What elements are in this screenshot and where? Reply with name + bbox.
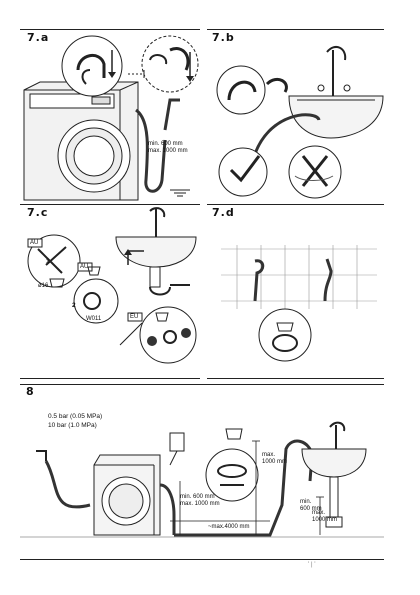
zoom-circle-correct — [218, 147, 268, 197]
size-label: ø16 — [38, 283, 49, 289]
tile-wall-grid — [221, 245, 377, 309]
sink-icon — [301, 421, 367, 528]
cart-icon — [276, 322, 294, 332]
cart-icon — [225, 428, 243, 440]
panel-7d-illustration — [207, 205, 384, 377]
washing-machine-icon — [23, 81, 139, 201]
part-label: W011 — [86, 316, 102, 322]
hose-min: min. 600 mm — [180, 494, 215, 500]
row2-rule-left — [20, 204, 200, 205]
row4-rule — [20, 384, 384, 385]
length-label: ~max.4000 mm — [208, 524, 250, 530]
zoom-circle-left — [61, 35, 123, 97]
cart-icon — [49, 266, 169, 322]
panel-8-illustration — [20, 385, 384, 557]
badge-au-mid: AU — [80, 264, 89, 270]
step-1: 1 — [46, 258, 50, 265]
row3-rule-right — [207, 378, 384, 379]
panel-7d-label: 7.d — [212, 206, 235, 219]
height-max: max. 1000 mm — [262, 452, 288, 465]
zoom-circle-clamp — [73, 278, 119, 324]
sink-max: max. 1000 mm — [312, 510, 338, 523]
row2-rule-right — [207, 204, 384, 205]
panel-7c-label: 7.c — [27, 206, 49, 219]
sink-icon — [288, 45, 384, 139]
zoom-circle-hose — [205, 448, 259, 502]
badge-au-top: AU — [30, 240, 39, 246]
check-icon — [229, 155, 261, 183]
panel-7a-label: 7.a — [27, 31, 50, 44]
pressure-min: 0.5 bar (0.05 MPa) — [48, 413, 103, 420]
cross-icon — [301, 155, 329, 187]
pressure-max: 10 bar (1.0 MPa) — [48, 422, 97, 429]
washing-machine-icon — [93, 454, 161, 536]
row3-rule-left — [20, 378, 200, 379]
panel-8-label: 8 — [26, 385, 35, 398]
zoom-circle-eu — [139, 306, 197, 364]
hose-max: max. 1000 mm — [180, 501, 220, 507]
badge-eu: EU — [130, 314, 139, 320]
sink-min: min. 600 mm — [300, 499, 322, 512]
panel-7a-illustration — [20, 30, 200, 202]
panel-7b-label: 7.b — [212, 31, 235, 44]
zoom-circle-hook — [216, 65, 266, 115]
step-2: 2 — [72, 302, 76, 309]
top-rule-left — [20, 29, 200, 30]
bottom-rule — [20, 559, 384, 560]
panel-7a-max: max. 1000 mm — [148, 148, 188, 154]
top-rule-right — [207, 29, 384, 30]
footer-note: ʻ | ʼ — [308, 562, 316, 568]
sink-icon — [115, 207, 197, 296]
panel-7a-min: min. 600 mm — [148, 141, 183, 147]
panel-7b-illustration — [207, 30, 384, 202]
panel-7c-illustration — [20, 205, 200, 377]
socket-icon — [169, 432, 185, 452]
